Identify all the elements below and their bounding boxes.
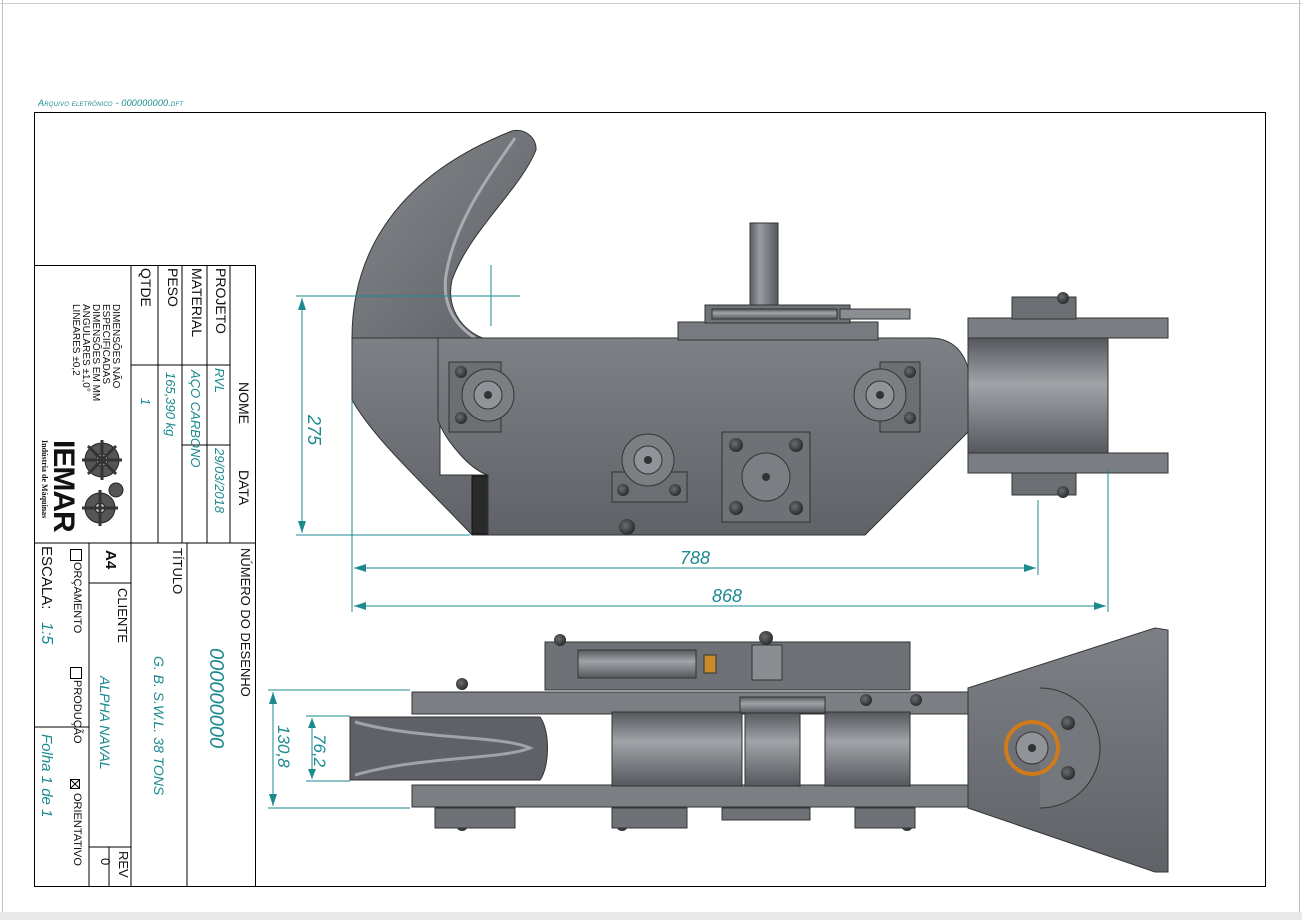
lever (839, 308, 911, 320)
roller-mid (744, 711, 801, 787)
rev-label: REV (116, 851, 131, 878)
tolerance-line: DIMENSÕES EM MM (90, 304, 101, 402)
tolerance-block: DIMENSÕES NÃO ESPECIFICADAS DIMENSÕES EM… (70, 304, 121, 402)
top-plate (677, 321, 879, 341)
top-view (349, 627, 1169, 873)
tolerance-line: ESPECIFICADAS (100, 304, 111, 385)
titulo-value: G. B. S.W.L. 38 TONS (151, 656, 167, 796)
hook-highlight (443, 137, 517, 340)
top-pin (711, 308, 838, 320)
tolerance-line: ANGULARES ±1,0° (80, 304, 91, 392)
projeto-label: PROJETO (213, 268, 229, 334)
rev-value: 0 (98, 858, 113, 866)
bearing-right (853, 361, 921, 433)
page-edge-right (1299, 0, 1300, 920)
producao-label: PRODUÇÃO (71, 680, 83, 744)
sheet-size: A4 (102, 550, 119, 570)
page-edge-left (2, 0, 3, 920)
orcamento-checkbox[interactable] (70, 549, 82, 561)
orcamento-label: ORÇAMENTO (71, 562, 83, 634)
fitting (703, 654, 717, 674)
material-value: AÇO CARBONO (188, 370, 203, 468)
main-body (437, 337, 971, 536)
title-block-grid (34, 265, 256, 887)
folha-value: Folha 1 de 1 (38, 734, 55, 818)
dim-868: 868 (712, 586, 742, 606)
numero-label: NÚMERO DO DESENHO (238, 548, 253, 697)
escala-label: ESCALA: (38, 546, 55, 610)
titulo-label: TÍTULO (170, 548, 185, 595)
file-label: Arquivo eletrônico - 000000000.dft (38, 98, 184, 108)
side-view (351, 129, 1169, 536)
logo-subtitle: Indústria de Máquinas (40, 440, 49, 519)
hook-body (351, 129, 537, 343)
bearing-left (448, 361, 515, 433)
lower-side-plate (411, 784, 969, 808)
producao-checkbox[interactable] (70, 667, 82, 679)
data-label: DATA (236, 470, 252, 506)
vertical-shaft (749, 222, 779, 306)
dim-76-2: 76,2 (310, 734, 329, 768)
checked-icon (70, 779, 80, 789)
projeto-data: 29/03/2018 (212, 448, 227, 514)
dim-130-8: 130,8 (274, 725, 293, 768)
page-bottom-strip (0, 912, 1302, 920)
swivel-side (967, 292, 1169, 498)
orientativo-label: ORIENTATIVO (71, 793, 83, 866)
roller-right (824, 711, 911, 787)
square-flange (721, 431, 811, 523)
page-edge-top (0, 3, 1302, 4)
peso-label: PESO (165, 268, 181, 307)
peso-value: 165,390 kg (163, 372, 178, 437)
bearing-lower (611, 433, 688, 535)
cliente-label: CLIENTE (115, 588, 130, 643)
numero-value: 000000000 (205, 648, 227, 749)
projeto-nome: RVL (212, 368, 227, 394)
swivel-hub (1039, 687, 1101, 809)
bronze-bushing (1004, 720, 1060, 776)
dim-788: 788 (680, 548, 710, 568)
qtde-label: QTDE (138, 268, 154, 307)
dimension-arrows (269, 298, 1106, 806)
roller-left (611, 711, 743, 787)
logo-text: IEMAR (47, 440, 80, 532)
dimension-lines (268, 265, 1109, 809)
material-label: MATERIAL (189, 268, 205, 337)
nome-label: NOME (236, 382, 252, 424)
company-logo (82, 440, 124, 526)
upper-side-plate (411, 691, 969, 715)
orientativo-checkbox[interactable] (70, 779, 80, 789)
escala-value: 1:5 (38, 622, 55, 645)
qtde-value: 1 (138, 398, 153, 406)
dim-275: 275 (304, 414, 324, 446)
tolerance-line: LINEARES ±0,2 (70, 304, 81, 376)
pneumatic-cylinder (577, 649, 697, 679)
cliente-value: ALPHA NAVAL (97, 676, 113, 770)
tolerance-line: DIMENSÕES NÃO (110, 304, 121, 389)
